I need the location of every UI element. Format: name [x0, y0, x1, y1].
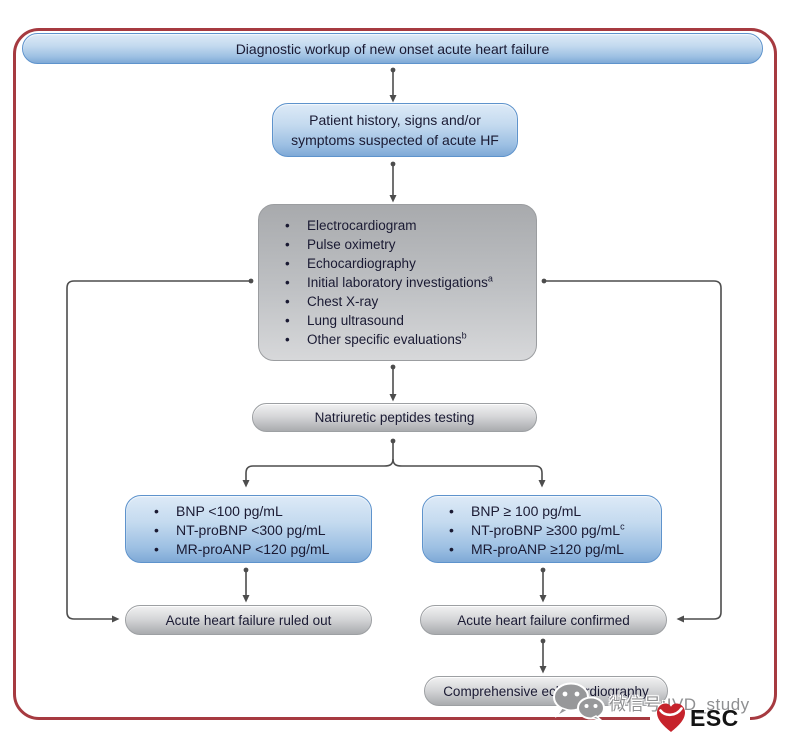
bullet-icon: •: [154, 522, 159, 538]
ruled-out-label: Acute heart failure ruled out: [165, 612, 332, 628]
list-item: • BNP <100 pg/mL: [154, 503, 283, 519]
bullet-icon: •: [449, 522, 454, 538]
bullet-icon: •: [285, 313, 290, 328]
esc-heart-icon: [657, 703, 685, 732]
list-item: • NT-proBNP <300 pg/mL: [154, 522, 326, 538]
confirmed-label: Acute heart failure confirmed: [457, 612, 630, 628]
node-confirmed: Acute heart failure confirmed: [420, 605, 667, 635]
title-label: Diagnostic workup of new onset acute hea…: [235, 40, 550, 57]
bullet-icon: •: [285, 275, 290, 290]
list-item: • Initial laboratory investigationsa: [285, 273, 493, 290]
list-item: • MR-proANP <120 pg/mL: [154, 541, 330, 557]
figure-border: [13, 28, 777, 720]
patient-line2: symptoms suspected of acute HF: [291, 132, 499, 148]
node-np-testing: Natriuretic peptides testing: [252, 403, 537, 432]
patient-line1: Patient history, signs and/or: [309, 112, 481, 128]
list-item: • Other specific evaluationsb: [285, 330, 467, 347]
bullet-icon: •: [449, 503, 454, 519]
esc-logo-label: ESC: [690, 704, 739, 731]
node-patient-history: Patient history, signs and/or symptoms s…: [272, 103, 518, 157]
bullet-icon: •: [154, 503, 159, 519]
bullet-icon: •: [285, 294, 290, 309]
bullet-icon: •: [285, 332, 290, 347]
node-ruled-out: Acute heart failure ruled out: [125, 605, 372, 635]
bullet-icon: •: [285, 218, 290, 233]
node-echo: Comprehensive echocardiography: [424, 676, 668, 706]
bullet-icon: •: [285, 256, 290, 271]
esc-logo: ESC: [654, 701, 739, 735]
bullet-icon: •: [285, 237, 290, 252]
node-np-above-cutoff: • BNP ≥ 100 pg/mL • NT-proBNP ≥300 pg/mL…: [422, 495, 662, 563]
list-item: • Pulse oximetry: [285, 237, 396, 252]
watermark: 微信号:IVD_study: [551, 682, 750, 722]
wechat-icon: [553, 682, 605, 722]
node-initial-assessment: • Electrocardiogram • Pulse oximetry • E…: [258, 204, 537, 361]
node-np-below-cutoff: • BNP <100 pg/mL • NT-proBNP <300 pg/mL …: [125, 495, 372, 563]
list-item: • NT-proBNP ≥300 pg/mLc: [449, 521, 625, 538]
node-title: Diagnostic workup of new onset acute hea…: [22, 33, 763, 64]
list-item: • Chest X-ray: [285, 294, 379, 309]
list-item: • BNP ≥ 100 pg/mL: [449, 503, 582, 519]
list-item: • Electrocardiogram: [285, 218, 417, 233]
np-testing-label: Natriuretic peptides testing: [314, 410, 475, 425]
list-item: • Lung ultrasound: [285, 313, 404, 328]
bullet-icon: •: [154, 541, 159, 557]
list-item: • Echocardiography: [285, 256, 416, 271]
bullet-icon: •: [449, 541, 454, 557]
echo-label: Comprehensive echocardiography: [443, 683, 649, 699]
list-item: • MR-proANP ≥120 pg/mL: [449, 541, 624, 557]
